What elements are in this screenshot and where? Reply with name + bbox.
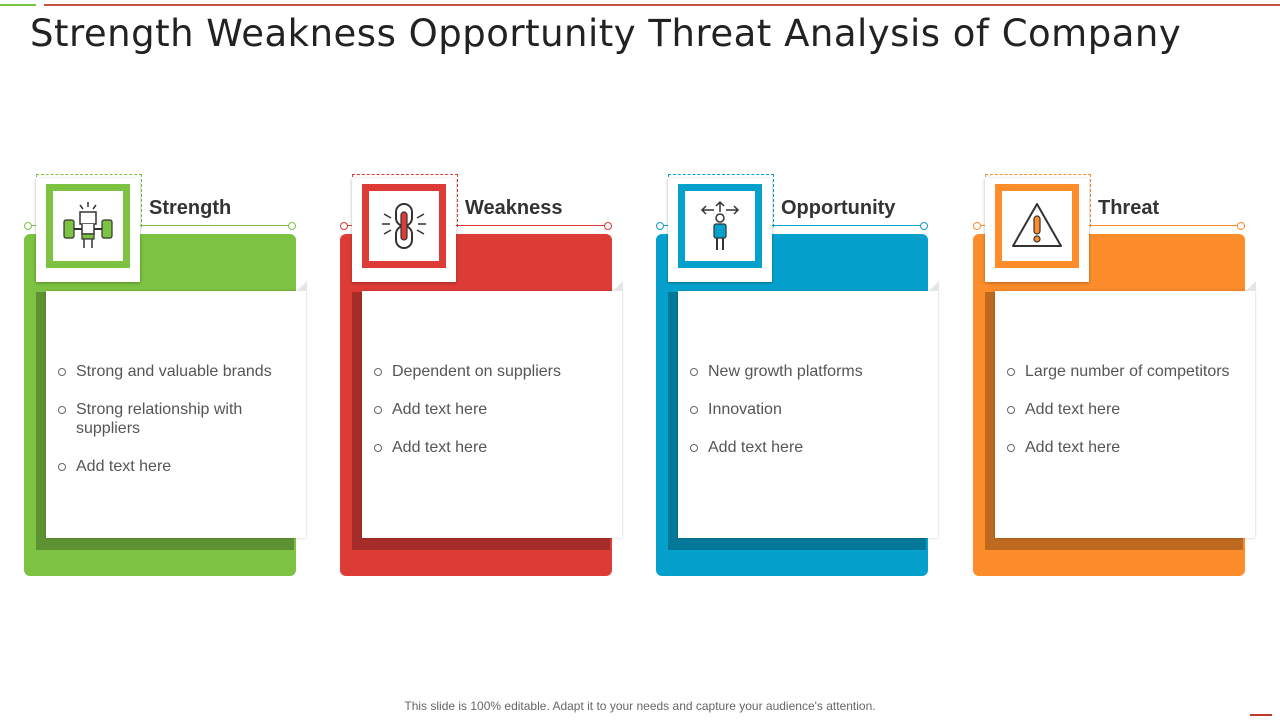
list-item: Large number of competitors (1005, 362, 1235, 381)
guide-dot-right (288, 222, 296, 230)
weakness-card: Weakness Dependent on suppliers Add text… (340, 170, 630, 580)
card-title: Strength (149, 197, 232, 219)
person-directions-icon (700, 200, 740, 250)
opportunity-card: Opportunity New growth platforms Innovat… (656, 170, 946, 580)
bullet-icon (374, 406, 382, 414)
page-title: Strength Weakness Opportunity Threat Ana… (30, 12, 1182, 55)
label-underline (658, 225, 928, 226)
corner-accent (1250, 714, 1272, 716)
bullet-icon (374, 368, 382, 376)
icon-border (678, 184, 762, 268)
bullet-icon (58, 368, 66, 376)
bullet-icon (690, 368, 698, 376)
guide-dot-right (1237, 222, 1245, 230)
card-content-box (678, 281, 939, 538)
list-item: Add text here (56, 457, 286, 476)
card-content-box (995, 281, 1256, 538)
list-item: Strong and valuable brands (56, 362, 286, 381)
card-content-box (46, 281, 307, 538)
icon-frame (985, 178, 1089, 282)
list-item: Add text here (1005, 438, 1235, 457)
card-title: Threat (1098, 197, 1160, 219)
icon-border (46, 184, 130, 268)
list-item: Add text here (372, 400, 602, 419)
card-title: Weakness (465, 197, 563, 219)
list-item: Add text here (1005, 400, 1235, 419)
bullet-icon (58, 406, 66, 414)
guide-dot-right (920, 222, 928, 230)
bullet-icon (58, 463, 66, 471)
list-item: Innovation (688, 400, 918, 419)
top-accent-green (0, 4, 36, 6)
guide-dot-right (604, 222, 612, 230)
list-item: Add text here (688, 438, 918, 457)
guide-dot-left (340, 222, 348, 230)
label-underline (975, 225, 1245, 226)
bullet-icon (1007, 444, 1015, 452)
bullet-icon (690, 444, 698, 452)
icon-frame (36, 178, 140, 282)
card-list: New growth platforms Innovation Add text… (688, 362, 918, 476)
warning-triangle-icon (1012, 203, 1062, 247)
bullet-icon (374, 444, 382, 452)
bullet-icon (1007, 368, 1015, 376)
card-title: Opportunity (781, 197, 896, 219)
icon-frame (352, 178, 456, 282)
label-underline (342, 225, 612, 226)
card-list: Large number of competitors Add text her… (1005, 362, 1235, 476)
threat-card: Threat Large number of competitors Add t… (973, 170, 1263, 580)
bullet-icon (690, 406, 698, 414)
top-accent-red (44, 4, 1280, 6)
flexing-arm-icon (63, 202, 113, 248)
footer-note: This slide is 100% editable. Adapt it to… (404, 699, 876, 713)
card-list: Strong and valuable brands Strong relati… (56, 362, 286, 495)
strength-card: Strength Strong and valuable brands Stro… (24, 170, 314, 580)
label-underline (26, 225, 296, 226)
card-list: Dependent on suppliers Add text here Add… (372, 362, 602, 476)
card-content-box (362, 281, 623, 538)
list-item: Strong relationship with suppliers (56, 400, 286, 438)
icon-border (995, 184, 1079, 268)
guide-dot-left (973, 222, 981, 230)
guide-dot-left (24, 222, 32, 230)
broken-chain-icon (382, 203, 426, 249)
bullet-icon (1007, 406, 1015, 414)
list-item: Dependent on suppliers (372, 362, 602, 381)
list-item: New growth platforms (688, 362, 918, 381)
icon-frame (668, 178, 772, 282)
guide-dot-left (656, 222, 664, 230)
icon-border (362, 184, 446, 268)
list-item: Add text here (372, 438, 602, 457)
